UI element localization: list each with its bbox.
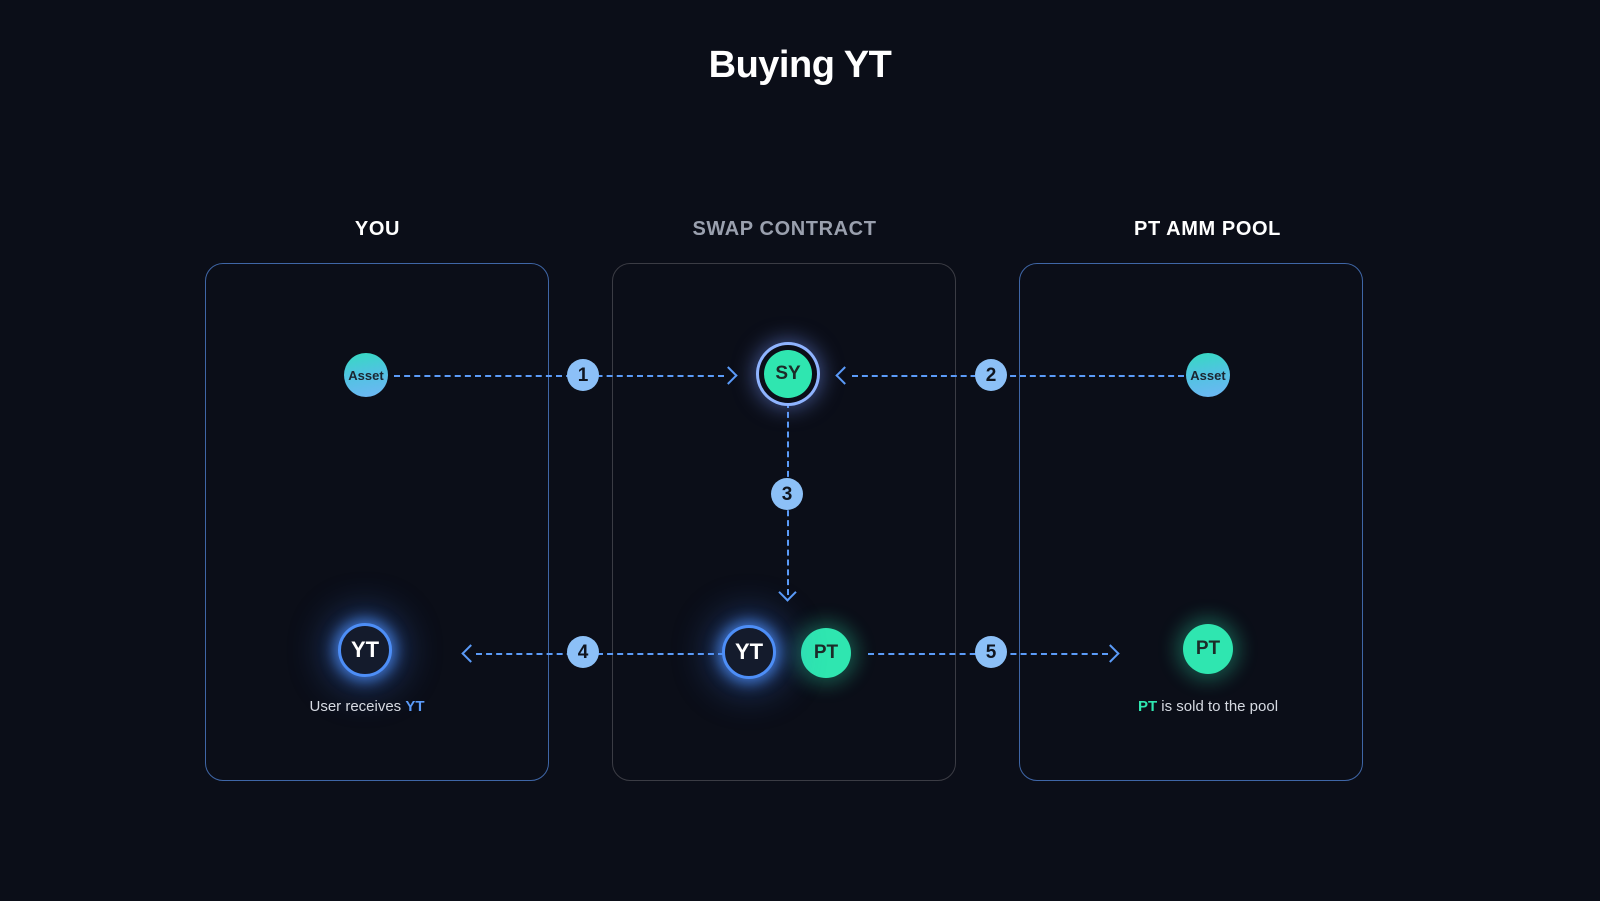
column-header-you: YOU	[354, 218, 401, 240]
panel-you	[205, 263, 549, 781]
column-header-pt-amm-pool: PT AMM POOL	[1134, 218, 1281, 240]
step-badge-4: 4	[567, 636, 599, 668]
step-badge-2: 2	[975, 359, 1007, 391]
panel-pt-amm-pool	[1019, 263, 1363, 781]
caption-user-receives-yt: User receives YT	[245, 697, 489, 716]
node-asset-you: Asset	[344, 353, 388, 397]
connector-line-step-4	[476, 653, 724, 655]
connector-line-step-2	[852, 375, 1184, 377]
page-title: Buying YT	[708, 44, 892, 86]
column-header-swap-contract: SWAP CONTRACT	[692, 218, 877, 240]
caption-pool-suffix: is sold to the pool	[1157, 698, 1279, 715]
node-pt-swap: PT	[801, 628, 851, 678]
node-pt-pool: PT	[1183, 624, 1233, 674]
panel-swap-contract	[612, 263, 956, 781]
caption-pool-token: PT	[1137, 698, 1158, 715]
caption-pt-is-sold-to-the-pool: PT is sold to the pool	[1086, 697, 1330, 716]
caption-you-token: YT	[405, 698, 425, 715]
caption-you-prefix: User receives	[309, 698, 406, 715]
step-badge-1: 1	[567, 359, 599, 391]
node-asset-pool: Asset	[1186, 353, 1230, 397]
node-sy: SY	[764, 350, 812, 398]
node-yt-swap: YT	[722, 625, 776, 679]
step-badge-3: 3	[771, 478, 803, 510]
connector-line-step-1	[394, 375, 724, 377]
step-badge-5: 5	[975, 636, 1007, 668]
node-yt-you: YT	[338, 623, 392, 677]
